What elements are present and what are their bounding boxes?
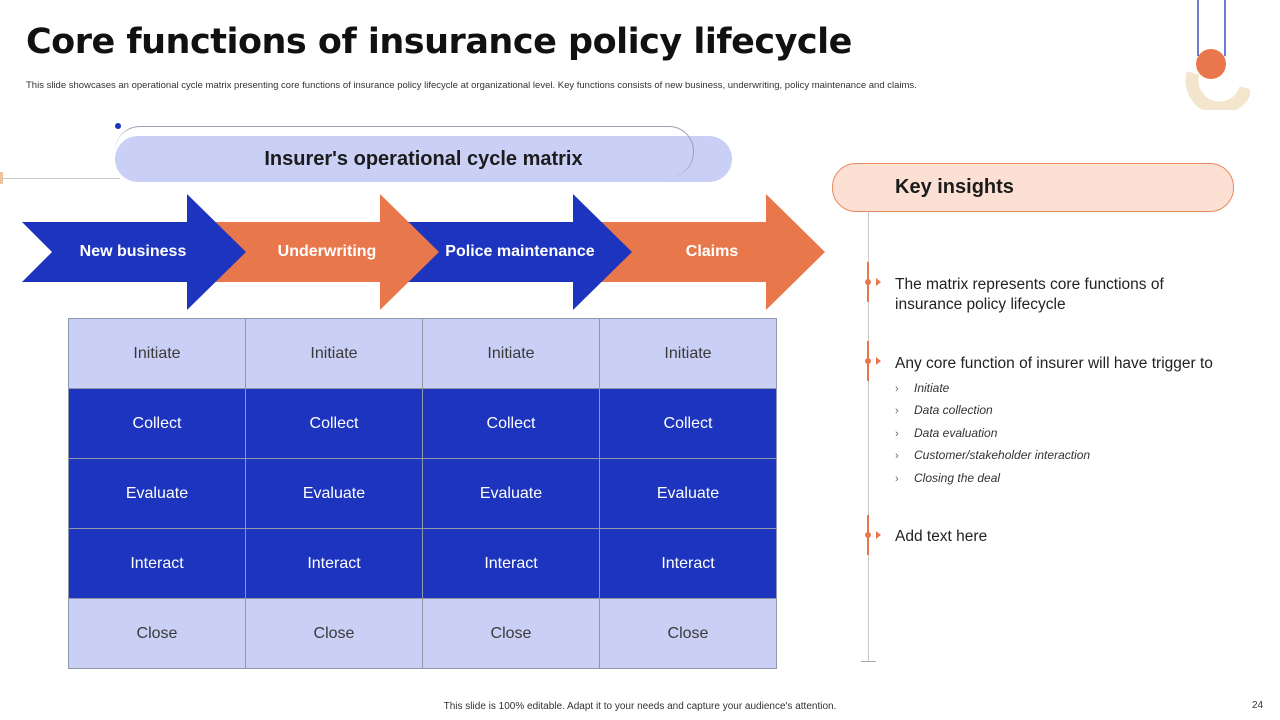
matrix-cell: Interact (68, 528, 246, 599)
matrix-row-evaluate: Evaluate Evaluate Evaluate Evaluate (68, 458, 777, 529)
matrix-cell: Collect (422, 388, 600, 459)
sub-point-item: ›Initiate (895, 378, 1090, 400)
sub-point-item: ›Data evaluation (895, 423, 1090, 445)
arrow-police-maintenance (407, 194, 632, 310)
matrix-header-outline (115, 126, 694, 177)
matrix-cell: Interact (599, 528, 777, 599)
arrow-label-police-maintenance: Police maintenance (445, 243, 595, 260)
chevron-right-icon: › (895, 450, 899, 463)
matrix-cell: Close (68, 598, 246, 669)
matrix-row-initiate: Initiate Initiate Initiate Initiate (68, 318, 777, 389)
sub-point-item: ›Customer/stakeholder interaction (895, 445, 1090, 467)
matrix-cell: Collect (245, 388, 423, 459)
matrix-cell: Close (599, 598, 777, 669)
operational-cycle-matrix: Initiate Initiate Initiate Initiate Coll… (68, 318, 777, 669)
insights-timeline-end (861, 661, 876, 662)
decorative-pendant-graphic (1185, 0, 1250, 110)
key-insights-header: Key insights (832, 163, 1234, 212)
matrix-cell: Evaluate (599, 458, 777, 529)
matrix-cell: Collect (599, 388, 777, 459)
matrix-header-dot (115, 123, 121, 129)
arrow-underwriting (214, 194, 439, 310)
sub-point-item: ›Closing the deal (895, 468, 1090, 490)
matrix-cell: Initiate (245, 318, 423, 389)
matrix-cell: Evaluate (245, 458, 423, 529)
matrix-cell: Interact (422, 528, 600, 599)
matrix-cell: Close (245, 598, 423, 669)
arrow-new-business (22, 194, 246, 310)
matrix-header: Insurer's operational cycle matrix (115, 118, 735, 184)
arrow-label-new-business: New business (79, 243, 187, 260)
left-connector-line (0, 178, 120, 179)
insight-sub-points: ›Initiate ›Data collection ›Data evaluat… (895, 378, 1090, 490)
insight-point-3: Add text here (895, 528, 988, 545)
insight-marker-icon (865, 341, 881, 381)
insight-point-1: The matrix represents core functions of … (895, 276, 1164, 313)
matrix-row-interact: Interact Interact Interact Interact (68, 528, 777, 599)
matrix-cell: Interact (245, 528, 423, 599)
insight-marker-icon (865, 262, 881, 302)
matrix-cell: Close (422, 598, 600, 669)
chevron-right-icon: › (895, 383, 899, 395)
insights-timeline (868, 210, 869, 662)
key-insights-title: Key insights (895, 176, 1014, 198)
insight-point-2: Any core function of insurer will have t… (895, 355, 1213, 372)
slide-title: Core functions of insurance policy lifec… (26, 22, 852, 62)
page-number: 24 (1252, 700, 1264, 711)
matrix-cell: Initiate (422, 318, 600, 389)
matrix-cell: Evaluate (422, 458, 600, 529)
chevron-right-icon: › (895, 472, 899, 485)
function-arrows (22, 194, 825, 310)
arrow-claims (600, 194, 825, 310)
chevron-right-icon: › (895, 405, 899, 418)
insight-marker-icon (865, 515, 881, 555)
footer-note: This slide is 100% editable. Adapt it to… (443, 701, 837, 712)
arrow-label-claims: Claims (685, 243, 739, 260)
matrix-cell: Collect (68, 388, 246, 459)
chevron-right-icon: › (895, 427, 899, 440)
sub-point-item: ›Data collection (895, 400, 1090, 422)
matrix-cell: Initiate (599, 318, 777, 389)
matrix-row-collect: Collect Collect Collect Collect (68, 388, 777, 459)
matrix-cell: Initiate (68, 318, 246, 389)
matrix-header-title: Insurer's operational cycle matrix (264, 148, 583, 170)
matrix-row-close: Close Close Close Close (68, 598, 777, 669)
matrix-header-background (115, 136, 732, 182)
arrow-label-underwriting: Underwriting (277, 243, 377, 260)
slide-subtitle: This slide showcases an operational cycl… (26, 80, 917, 91)
matrix-cell: Evaluate (68, 458, 246, 529)
